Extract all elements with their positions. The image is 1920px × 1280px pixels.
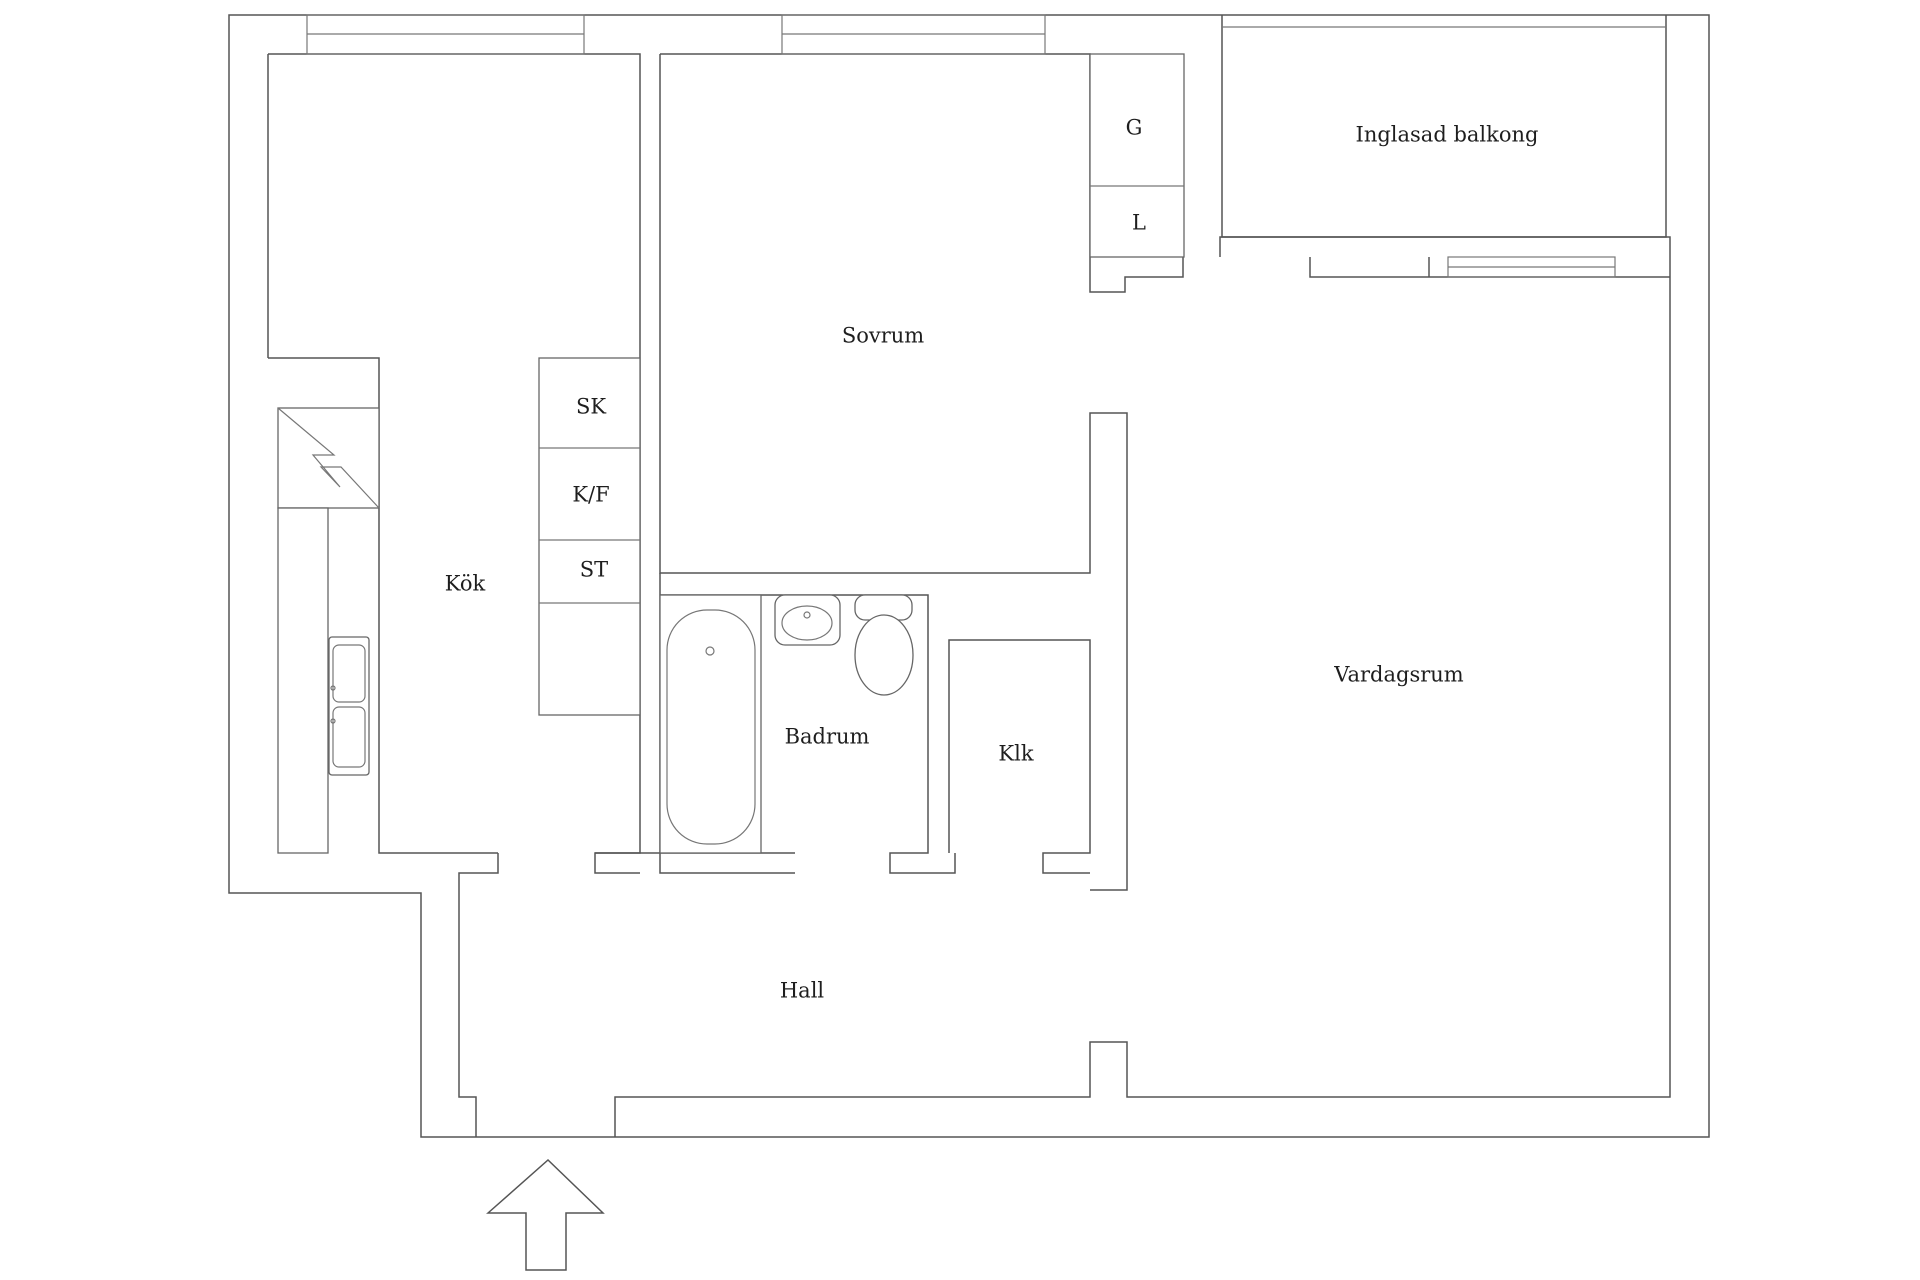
bathtub [659, 594, 762, 854]
kitchen-area [268, 357, 641, 874]
balcony-area [1221, 15, 1667, 238]
cabinet-label-sk: SK [576, 395, 606, 419]
cabinet-column [538, 357, 641, 716]
cabinet-label-kf: K/F [572, 483, 609, 507]
cabinet-label-l: L [1132, 211, 1146, 235]
room-label-bathroom: Badrum [785, 725, 870, 749]
stove [277, 407, 380, 509]
room-label-kitchen: Kök [445, 572, 486, 596]
room-label-balcony: Inglasad balkong [1356, 123, 1539, 147]
cabinet-label-g: G [1126, 116, 1143, 140]
room-label-bedroom: Sovrum [842, 324, 924, 348]
closet-area [948, 639, 1091, 874]
cabinet-label-st: ST [580, 558, 608, 582]
room-label-hall: Hall [780, 979, 825, 1003]
room-label-living-room: Vardagsrum [1333, 663, 1464, 687]
kitchen-counter [277, 507, 329, 854]
room-label-closet: Klk [998, 742, 1033, 766]
washbasin [774, 594, 841, 646]
kitchen-sink [328, 636, 370, 776]
bedroom-area [659, 53, 1185, 891]
entrance-arrow-icon [486, 1158, 605, 1271]
wardrobe [1089, 53, 1185, 258]
bathroom-area [595, 573, 956, 874]
toilet-bowl [854, 614, 914, 696]
windows [306, 14, 1616, 278]
